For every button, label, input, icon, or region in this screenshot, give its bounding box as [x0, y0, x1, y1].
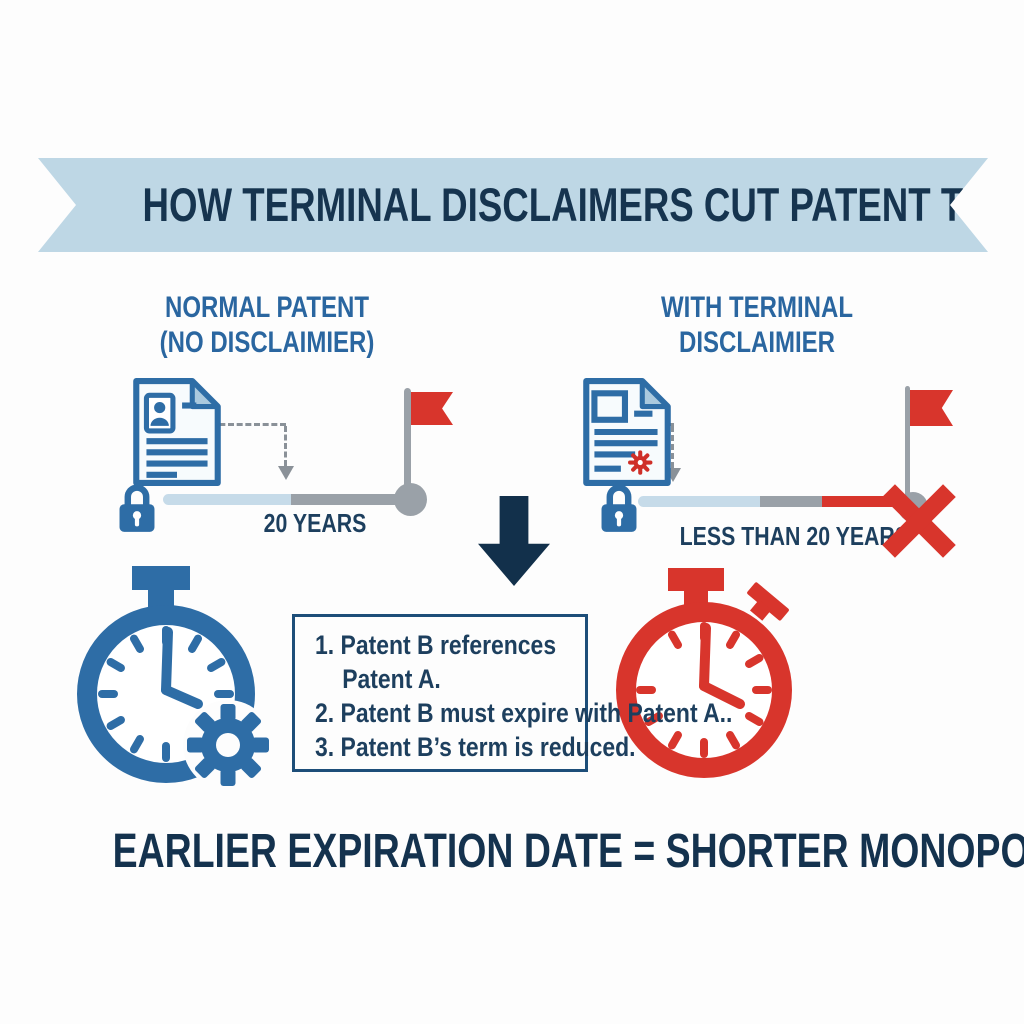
x-mark-icon	[876, 478, 962, 564]
left-heading-line1: NORMAL PATENT	[165, 291, 369, 324]
right-lock-icon	[601, 484, 637, 532]
right-timeline-segment-red	[822, 496, 908, 507]
left-timeline-segment-light	[163, 494, 291, 505]
left-dashed-line-vertical	[284, 426, 287, 466]
gear-icon	[187, 704, 269, 786]
ribbon-banner: HOW TERMINAL DISCLAIMERS CUT PATENT TERM	[38, 158, 988, 252]
right-flag-pole	[905, 386, 910, 508]
right-timeline-segment-light	[638, 496, 760, 507]
page-title: HOW TERMINAL DISCLAIMERS CUT PATENT TERM	[142, 178, 1024, 231]
left-timeline-label: 20 YEARS	[263, 508, 367, 538]
right-heading-line2: DISCLAIMIER	[679, 326, 835, 359]
explanation-line-1b: Patent A.	[342, 664, 441, 694]
right-timeline-segment-gray	[760, 496, 822, 507]
seal-icon	[628, 450, 653, 475]
red-stopwatch-icon	[616, 568, 792, 778]
left-lock-icon	[119, 484, 155, 532]
blue-stopwatch-icon	[77, 566, 273, 790]
right-heading-line1: WITH TERMINAL	[661, 291, 853, 324]
down-arrow-icon	[478, 496, 550, 586]
left-dashed-arrowhead-down-icon	[278, 466, 294, 480]
right-dashed-line-vertical	[671, 426, 674, 468]
explanation-line-2: 2. Patent B must expire with Patent A..	[315, 698, 733, 728]
explanation-line-3: 3. Patent B’s term is reduced.	[315, 732, 636, 762]
right-column-heading: WITH TERMINAL DISCLAIMIER	[633, 290, 881, 360]
left-dashed-line-horizontal	[202, 423, 286, 426]
stopwatch-side-button	[747, 582, 789, 621]
left-flag-icon	[411, 392, 453, 425]
explanation-line-1: 1. Patent B references	[315, 630, 557, 660]
footer-headline: EARLIER EXPIRATION DATE = SHORTER MONOPO…	[112, 825, 1024, 878]
left-flag-pole	[404, 388, 411, 502]
right-flag-icon	[910, 390, 953, 426]
explanation-box: 1. Patent B references Patent A. 2. Pate…	[292, 614, 733, 772]
left-patent-document-icon	[133, 378, 221, 486]
left-heading-line2: (NO DISCLAIMIER)	[159, 326, 375, 359]
left-timeline-segment-gray	[291, 494, 408, 505]
left-column-heading: NORMAL PATENT (NO DISCLAIMIER)	[143, 290, 391, 360]
right-timeline-label: LESS THAN 20 YEARS	[679, 521, 910, 551]
left-timeline-dot	[394, 483, 427, 516]
right-patent-document-icon	[583, 378, 671, 486]
